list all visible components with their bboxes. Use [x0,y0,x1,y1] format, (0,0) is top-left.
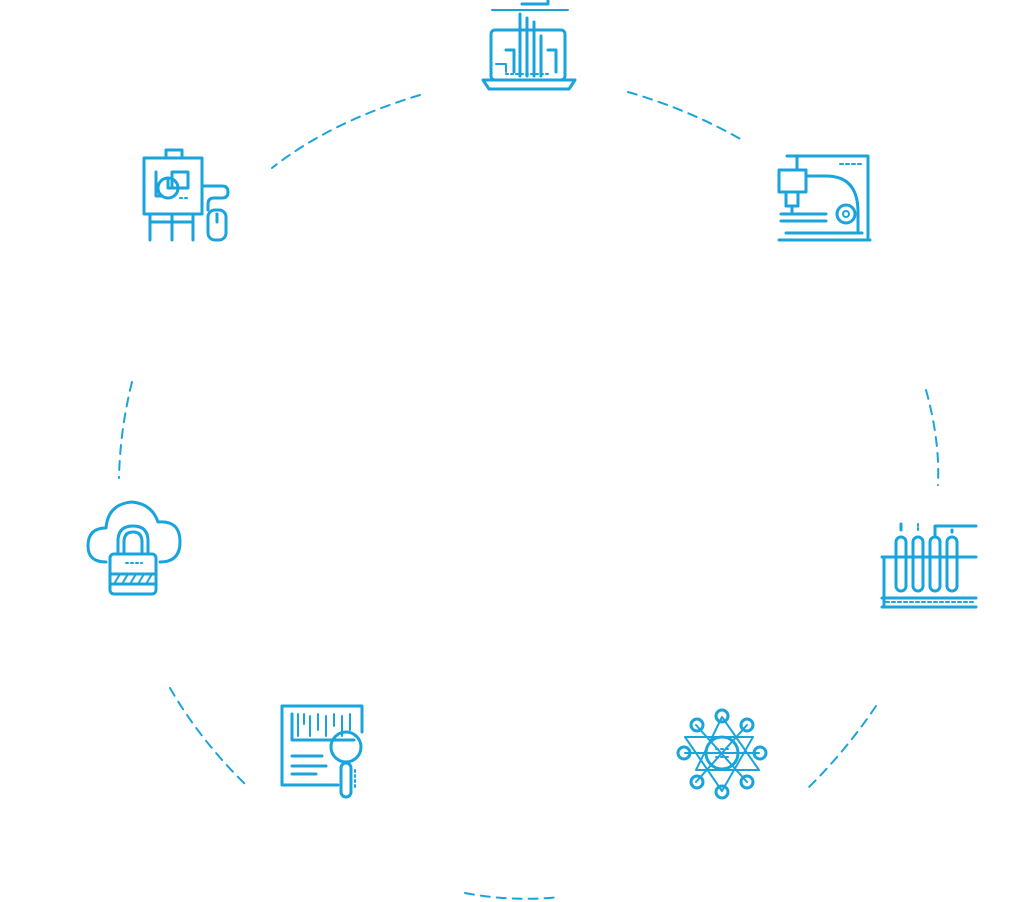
ring-arc-left [118,381,133,479]
ring-arc-bottom-right [805,705,877,791]
cloud-lock-icon [86,500,182,596]
ring-arc-bottom [464,892,561,900]
ring-arc-bottom-left [169,687,247,786]
ring-arc-top-right [627,91,743,141]
ring-arc-right [925,389,940,486]
network-star-icon [676,708,768,800]
microscope-icon [777,154,872,242]
ring-arc-top-left [271,94,421,169]
dashed-ring [118,91,940,900]
test-tubes-icon [880,522,978,609]
presentation-easel-icon [142,148,230,242]
laptop-circuit-icon [481,0,577,91]
document-search-icon [280,704,364,799]
